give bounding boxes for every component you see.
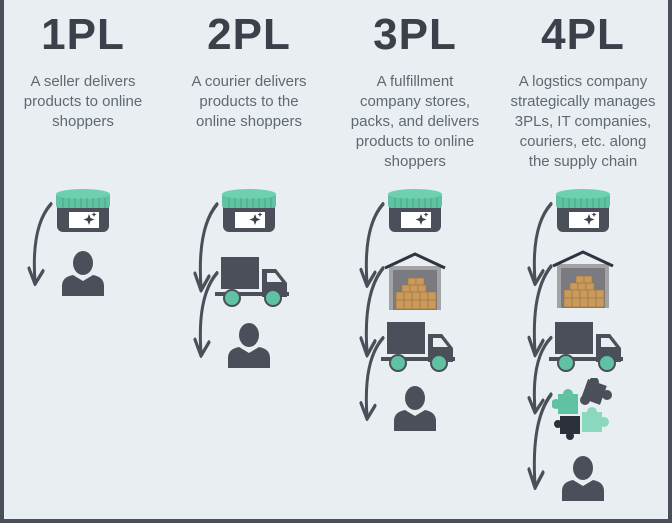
product-icon xyxy=(221,188,277,233)
column-description: A seller delivers products to online shopp… xyxy=(0,72,166,132)
column-description: A logstics company strategically manages 3… xyxy=(500,72,666,172)
product-icon xyxy=(55,188,111,233)
description-line: packs, and delivers xyxy=(350,113,480,130)
description-line: online shoppers xyxy=(196,113,302,130)
truck-icon xyxy=(549,322,624,372)
product-icon xyxy=(387,188,443,233)
column-title: 1PL xyxy=(41,10,125,59)
arrow-down-icon xyxy=(359,335,385,422)
warehouse-icon xyxy=(384,252,446,310)
shopper-icon xyxy=(62,251,104,296)
description-line: strategically manages xyxy=(510,93,656,110)
description-line: shoppers xyxy=(52,113,114,130)
column-title: 2PL xyxy=(207,10,291,59)
description-line: 3PLs, IT companies, xyxy=(514,113,652,130)
column-description: A courier delivers products to the online … xyxy=(166,72,332,132)
description-line: A seller delivers xyxy=(30,73,136,90)
description-line: products to online xyxy=(23,93,143,110)
arrow-down-icon xyxy=(27,201,53,287)
truck-icon xyxy=(215,257,290,307)
description-line: products to online xyxy=(355,133,475,150)
arrow-down-icon xyxy=(527,390,557,497)
description-line: the supply chain xyxy=(528,153,638,170)
column-1pl: 1PL A seller delivers products to online sh… xyxy=(0,0,166,519)
product-icon xyxy=(555,188,611,233)
description-line: shoppers xyxy=(384,153,446,170)
description-line: A logstics company xyxy=(518,73,648,90)
warehouse-icon xyxy=(552,250,614,308)
column-4pl: 4PL A logstics company strategically manag… xyxy=(500,0,666,519)
column-description: A fulfillment company stores, packs, and d… xyxy=(332,72,498,172)
infographic: 1PL A seller delivers products to online sh… xyxy=(4,0,668,519)
column-title: 4PL xyxy=(541,10,625,59)
column-3pl: 3PL A fulfillment company stores, packs, an… xyxy=(332,0,498,519)
description-line: couriers, etc. along xyxy=(519,133,647,150)
description-line: company stores, xyxy=(359,93,471,110)
arrow-down-icon xyxy=(193,269,223,364)
column-title: 3PL xyxy=(373,10,457,59)
description-line: products to the xyxy=(199,93,299,110)
puzzle-icon xyxy=(552,378,612,440)
truck-icon xyxy=(381,322,456,372)
shopper-icon xyxy=(394,386,436,431)
shopper-icon xyxy=(562,456,604,501)
description-line: A courier delivers xyxy=(191,73,307,90)
description-line: A fulfillment xyxy=(376,73,454,90)
column-2pl: 2PL A courier delivers products to the onli… xyxy=(166,0,332,519)
shopper-icon xyxy=(228,323,270,368)
